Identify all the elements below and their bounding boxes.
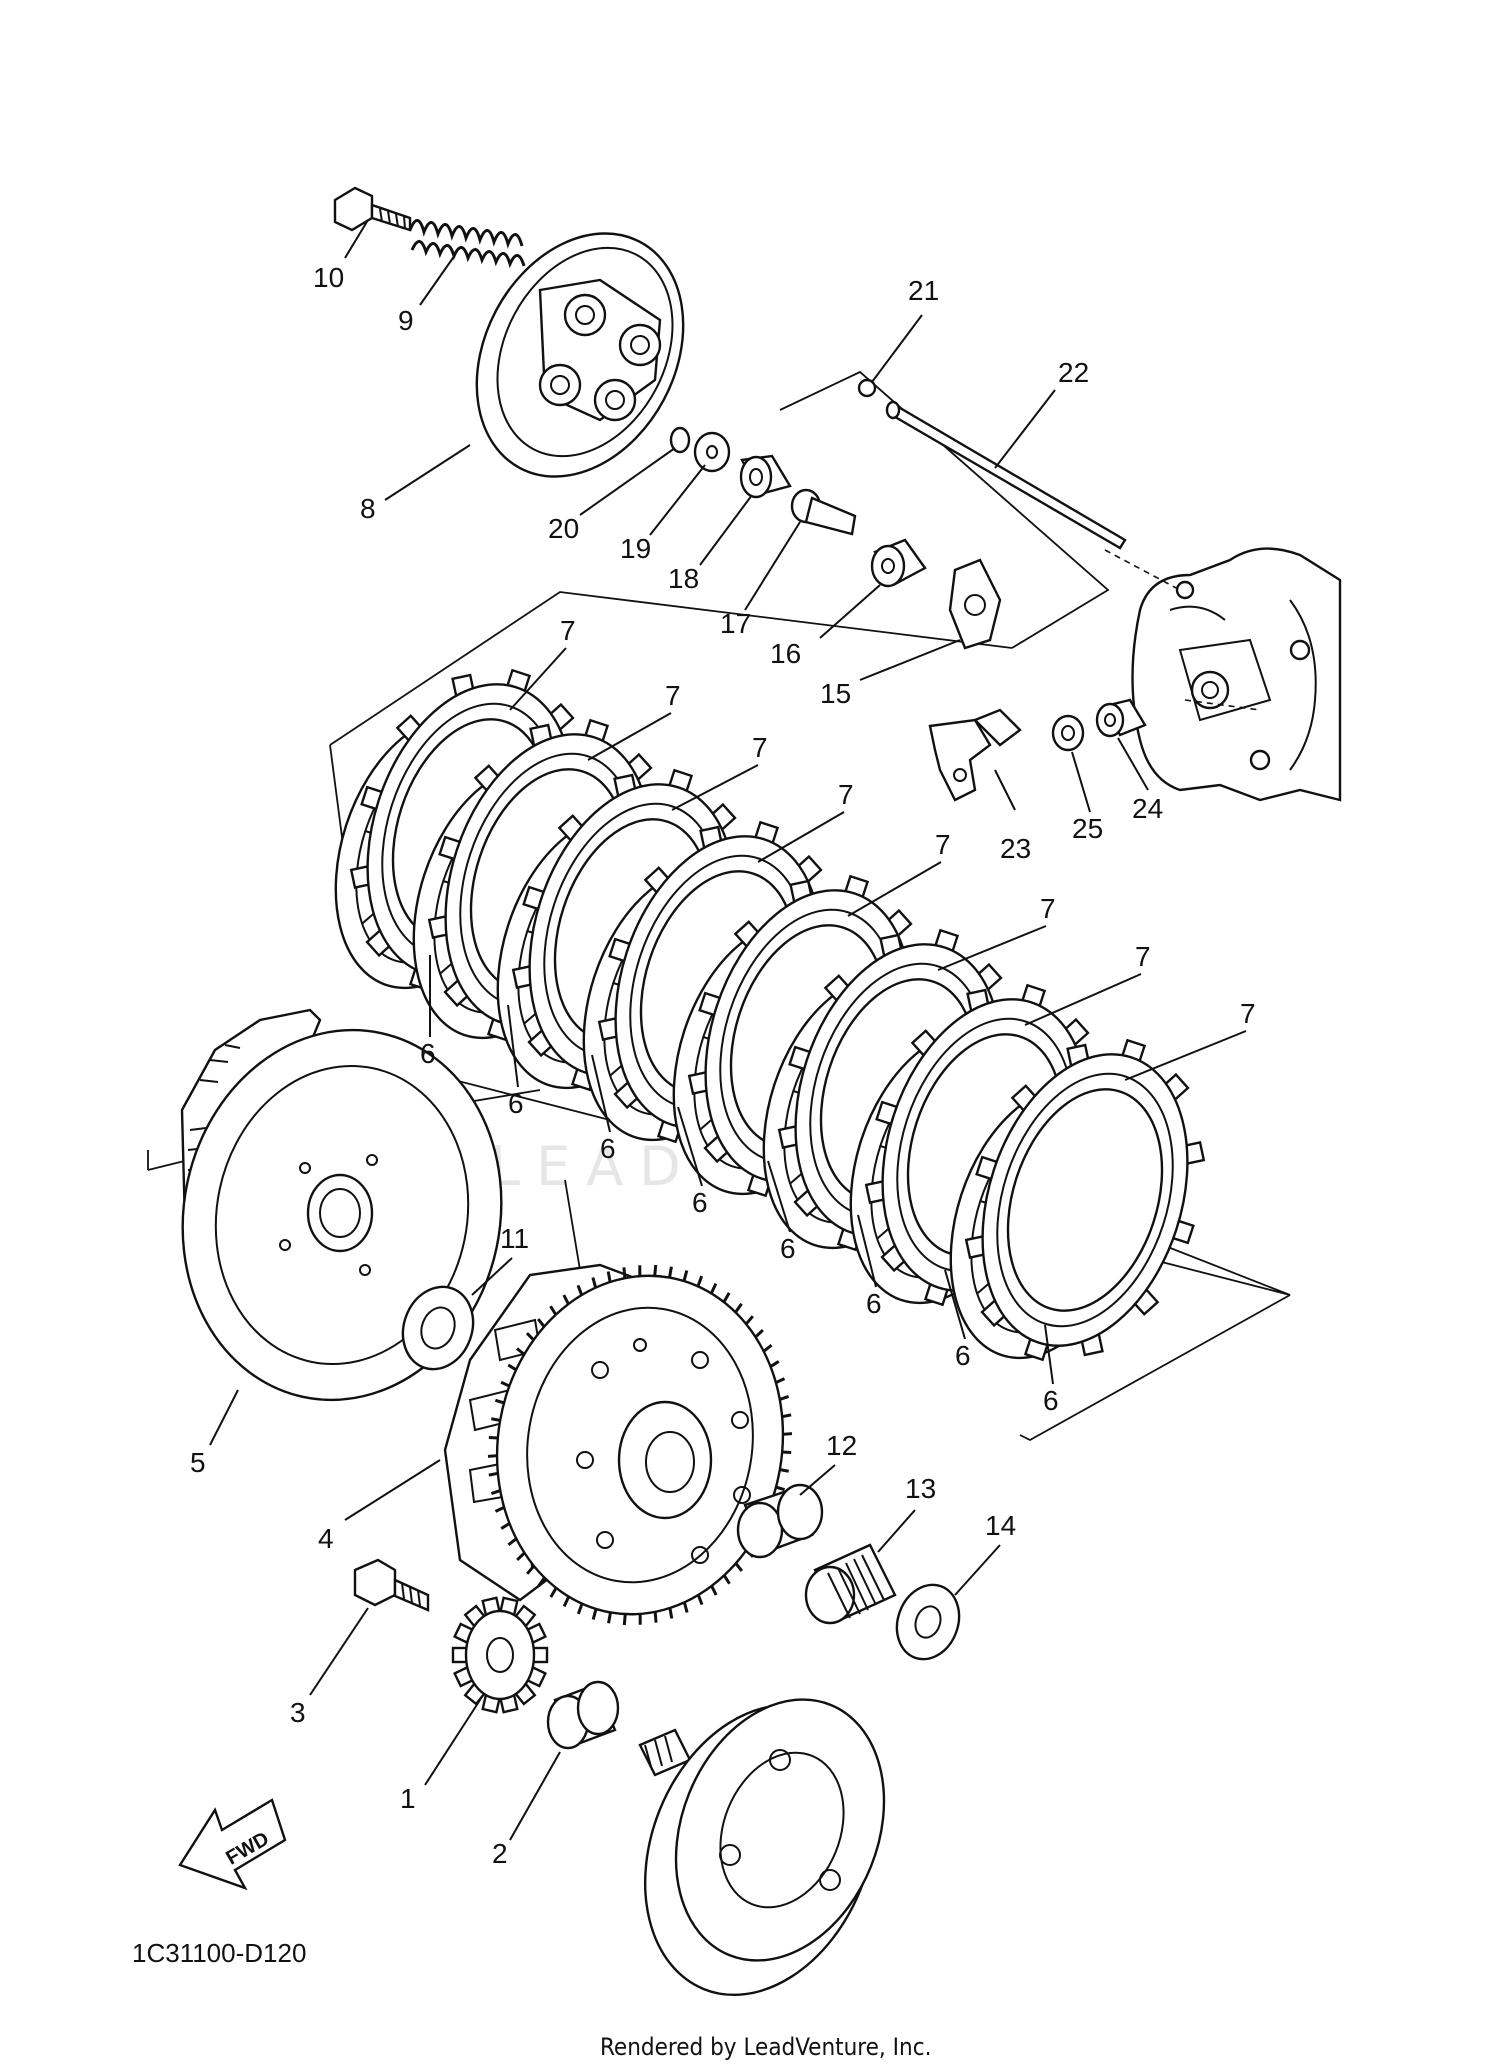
label-part-18: 18 bbox=[668, 563, 699, 594]
label-part-11: 11 bbox=[500, 1223, 529, 1254]
label-part-6: 6 bbox=[866, 1288, 882, 1319]
label-part-2: 2 bbox=[492, 1838, 508, 1869]
label-part-1: 1 bbox=[400, 1783, 416, 1814]
part-16-collar bbox=[870, 538, 927, 588]
part-25-washer bbox=[1051, 714, 1085, 752]
label-part-8: 8 bbox=[360, 493, 376, 524]
label-part-7: 7 bbox=[1135, 941, 1151, 972]
part-3-bolt bbox=[353, 1558, 430, 1612]
label-part-6: 6 bbox=[420, 1038, 436, 1069]
part-8-pressure-plate bbox=[475, 232, 685, 478]
label-part-7: 7 bbox=[1040, 893, 1056, 924]
part-21-ball bbox=[857, 378, 877, 398]
part-24-bearing bbox=[1095, 698, 1147, 738]
label-part-4: 4 bbox=[318, 1523, 334, 1554]
label-part-6: 6 bbox=[955, 1340, 971, 1371]
stack-labels: 7 7 7 7 7 7 7 7 6 6 6 6 6 6 6 6 bbox=[420, 615, 1256, 1416]
label-part-6: 6 bbox=[508, 1088, 524, 1119]
part-17-push-rod bbox=[790, 488, 857, 536]
part-19-washer bbox=[693, 431, 731, 473]
label-part-3: 3 bbox=[290, 1697, 306, 1728]
label-part-9: 9 bbox=[398, 305, 414, 336]
part-10-bolt bbox=[333, 186, 412, 232]
label-part-21: 21 bbox=[908, 275, 939, 306]
part-20-circlip bbox=[669, 426, 691, 454]
label-part-24: 24 bbox=[1132, 793, 1163, 824]
label-part-7: 7 bbox=[838, 779, 854, 810]
label-part-7: 7 bbox=[665, 680, 681, 711]
part-9-spring bbox=[408, 219, 526, 269]
part-15-lever bbox=[948, 558, 1002, 650]
label-part-25: 25 bbox=[1072, 813, 1103, 844]
label-part-7: 7 bbox=[1240, 998, 1256, 1029]
label-part-10: 10 bbox=[313, 262, 344, 293]
label-part-7: 7 bbox=[935, 829, 951, 860]
label-part-7: 7 bbox=[752, 732, 768, 763]
label-part-17: 17 bbox=[720, 608, 751, 639]
label-part-6: 6 bbox=[600, 1133, 616, 1164]
label-part-20: 20 bbox=[548, 513, 579, 544]
label-part-6: 6 bbox=[780, 1233, 796, 1264]
label-part-6: 6 bbox=[1043, 1385, 1059, 1416]
clutch-plate-stack bbox=[334, 668, 1206, 1362]
part-4-clutch-housing bbox=[443, 1263, 793, 1626]
label-part-5: 5 bbox=[190, 1447, 206, 1478]
part-22-push-rod-long bbox=[885, 400, 1127, 550]
part-11-thrust-washer bbox=[401, 1285, 475, 1371]
part-labels: 10 9 8 20 19 18 17 16 15 21 22 23 25 24 … bbox=[190, 262, 1163, 1869]
label-part-19: 19 bbox=[620, 533, 651, 564]
label-part-13: 13 bbox=[905, 1473, 936, 1504]
part-14-washer bbox=[895, 1583, 961, 1661]
part-2-collar bbox=[546, 1680, 620, 1750]
label-part-7: 7 bbox=[560, 615, 576, 646]
label-part-22: 22 bbox=[1058, 357, 1089, 388]
label-part-16: 16 bbox=[770, 638, 801, 669]
label-part-15: 15 bbox=[820, 678, 851, 709]
label-part-6: 6 bbox=[692, 1187, 708, 1218]
label-part-23: 23 bbox=[1000, 833, 1031, 864]
part-23-clutch-lever bbox=[928, 708, 1022, 802]
part-1-drive-gear bbox=[451, 1596, 549, 1714]
drawing-code: 1C31100-D120 bbox=[132, 1938, 306, 1968]
label-part-14: 14 bbox=[985, 1510, 1016, 1541]
part-12-spacer bbox=[736, 1483, 824, 1559]
part-13-needle-bearing bbox=[804, 1543, 897, 1625]
crank-rotor-piece bbox=[638, 1698, 886, 1997]
part-18-bearing bbox=[739, 454, 792, 499]
fwd-arrow-icon: FWD bbox=[178, 1798, 287, 1891]
leader-lines bbox=[209, 219, 1149, 1841]
label-part-12: 12 bbox=[826, 1430, 857, 1461]
render-credit: Rendered by LeadVenture, Inc. bbox=[600, 2033, 931, 2061]
part-7-friction-plate bbox=[964, 1038, 1206, 1362]
engine-case-fragment bbox=[1104, 547, 1342, 802]
